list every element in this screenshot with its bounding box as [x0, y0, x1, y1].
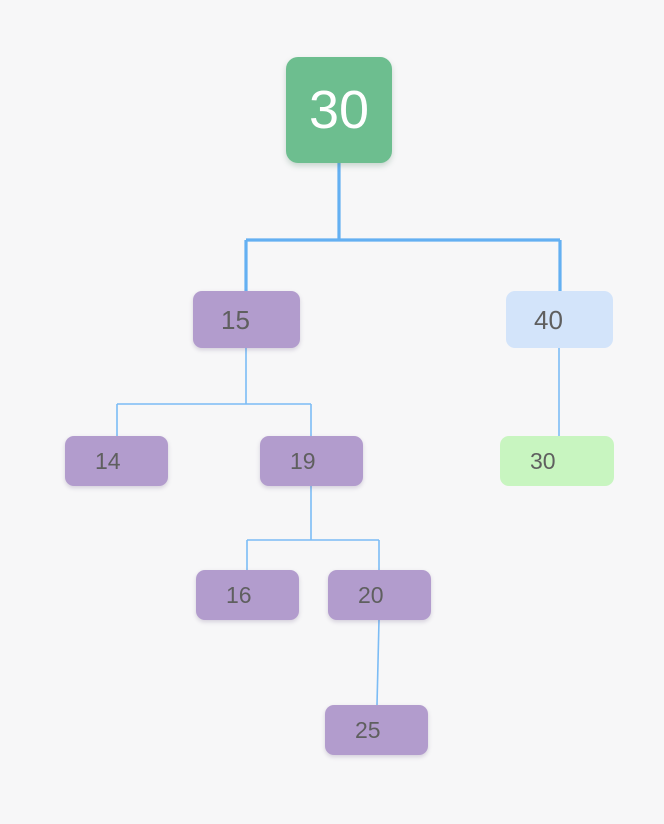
- tree-node-16[interactable]: 16: [196, 570, 299, 620]
- tree-node-label: 20: [358, 581, 384, 608]
- tree-node-15[interactable]: 15: [193, 291, 300, 348]
- edge-root-to-15: [244, 163, 560, 291]
- tree-node-label: 30: [308, 80, 370, 140]
- edge-15-to-14: [116, 348, 311, 436]
- tree-node-label: 30: [530, 447, 556, 474]
- tree-node-14[interactable]: 14: [65, 436, 168, 486]
- tree-node-25[interactable]: 25: [325, 705, 428, 755]
- tree-node-30-root[interactable]: 30: [286, 57, 392, 163]
- tree-node-label: 25: [355, 716, 381, 743]
- tree-node-label: 15: [221, 304, 250, 335]
- tree-node-label: 14: [95, 447, 121, 474]
- tree-node-label: 16: [226, 581, 252, 608]
- tree-node-label: 40: [534, 304, 563, 335]
- tree-node-label: 19: [290, 447, 316, 474]
- tree-node-20[interactable]: 20: [328, 570, 431, 620]
- tree-node-19[interactable]: 19: [260, 436, 363, 486]
- tree-node-40[interactable]: 40: [506, 291, 613, 348]
- tree-node-30-duplicate[interactable]: 30: [500, 436, 614, 486]
- edge-19-to-16: [246, 486, 379, 570]
- edge-20-to-25: [376, 619, 380, 706]
